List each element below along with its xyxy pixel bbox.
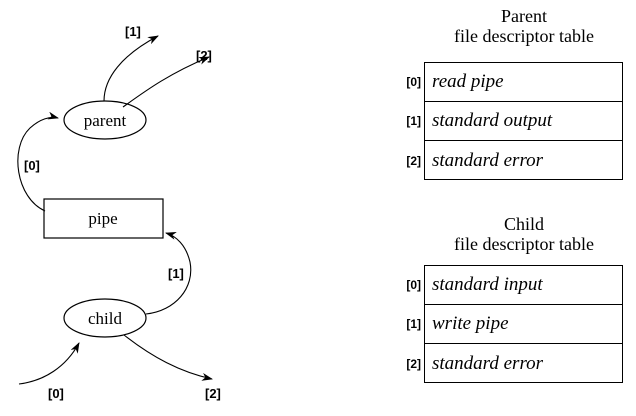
node-pipe: pipe bbox=[43, 198, 164, 239]
edge-parent-stdout bbox=[103, 35, 159, 102]
parent-fd-value-2: standard error bbox=[432, 149, 544, 171]
pipe-rect bbox=[43, 198, 164, 239]
child-fd-value-2: standard error bbox=[432, 352, 544, 374]
parent-table-title-line1: Parent bbox=[501, 6, 547, 26]
edge-label-parent-read-pipe: [0] bbox=[24, 158, 40, 173]
edge-child-to-pipe bbox=[145, 232, 192, 315]
parent-label: parent bbox=[84, 111, 127, 130]
table-row: [0] standard input bbox=[406, 266, 622, 305]
child-label: child bbox=[88, 309, 122, 328]
edge-label-child-write-pipe: [1] bbox=[168, 266, 184, 281]
edge-child-stderr bbox=[123, 334, 213, 381]
parent-table-title: Parent file descriptor table bbox=[424, 6, 624, 46]
parent-table-title-line2: file descriptor table bbox=[454, 26, 594, 46]
node-parent: parent bbox=[63, 100, 147, 140]
table-row: [0] read pipe bbox=[406, 63, 622, 102]
process-diagram: parent pipe child [1] [2] [0] [ bbox=[0, 0, 300, 416]
table-row: [1] write pipe bbox=[406, 305, 622, 344]
child-fd-index-0: [0] bbox=[406, 278, 421, 292]
table-row: [1] standard output bbox=[406, 102, 622, 141]
child-fd-value-1: write pipe bbox=[432, 313, 509, 334]
edge-pipe-to-parent bbox=[17, 111, 59, 212]
diagram-canvas: parent pipe child [1] [2] [0] [ bbox=[17, 24, 221, 401]
child-table-title-line1: Child bbox=[503, 214, 544, 234]
child-fd-value-0: standard input bbox=[432, 274, 543, 295]
child-fd-table-block: Child file descriptor table bbox=[424, 214, 624, 254]
edge-label-parent-stderr: [2] bbox=[196, 48, 212, 63]
parent-ellipse bbox=[63, 100, 147, 140]
node-child: child bbox=[63, 298, 147, 338]
child-fd-table: [0] standard input [1] write pipe [2] st… bbox=[406, 265, 623, 383]
parent-fd-value-0: read pipe bbox=[432, 71, 504, 92]
edge-label-child-stderr: [2] bbox=[205, 386, 221, 401]
parent-fd-index-1: [1] bbox=[406, 114, 421, 128]
table-row: [2] standard error bbox=[406, 141, 622, 180]
edge-label-child-stdin: [0] bbox=[48, 386, 64, 401]
edge-label-parent-stdout: [1] bbox=[125, 24, 141, 39]
edge-parent-stderr bbox=[122, 56, 210, 108]
parent-fd-index-0: [0] bbox=[406, 75, 421, 89]
child-table-title: Child file descriptor table bbox=[424, 214, 624, 254]
parent-fd-table-block: Parent file descriptor table bbox=[424, 6, 624, 46]
child-table-title-line2: file descriptor table bbox=[454, 234, 594, 254]
child-fd-index-2: [2] bbox=[406, 356, 421, 371]
edge-child-stdin bbox=[18, 342, 80, 385]
table-row: [2] standard error bbox=[406, 344, 622, 383]
child-fd-index-1: [1] bbox=[406, 317, 421, 331]
parent-fd-value-1: standard output bbox=[432, 110, 553, 131]
parent-fd-table: [0] read pipe [1] standard output [2] st… bbox=[406, 62, 623, 180]
pipe-label: pipe bbox=[88, 209, 117, 228]
parent-fd-index-2: [2] bbox=[406, 153, 421, 168]
child-ellipse bbox=[63, 298, 147, 338]
